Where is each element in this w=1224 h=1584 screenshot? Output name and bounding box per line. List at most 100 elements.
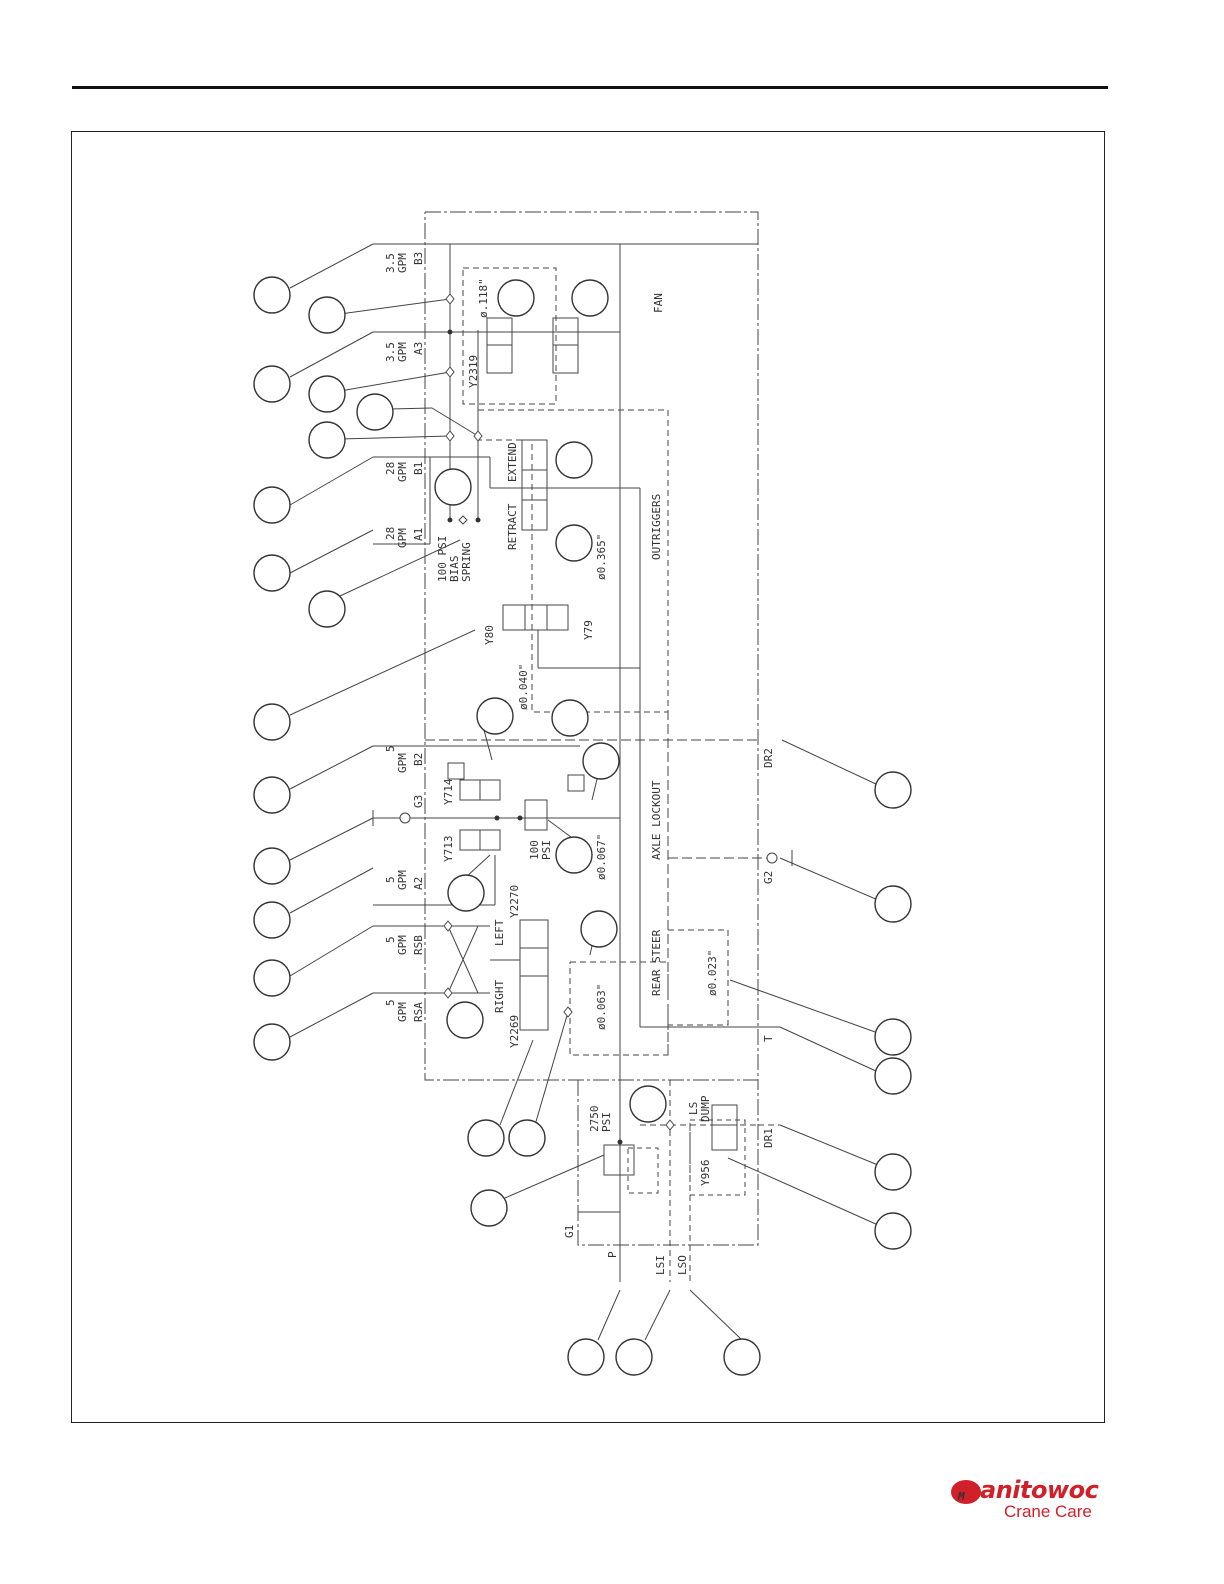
callout-circle — [470, 1189, 508, 1227]
callout-circle — [253, 365, 291, 403]
port-lso: LSO — [676, 1255, 689, 1275]
label-y2269: Y2269 — [508, 1015, 521, 1048]
callout-circles — [253, 276, 912, 1376]
label-orifice-118: ø.118" — [477, 278, 490, 318]
port-p: P — [606, 1251, 619, 1258]
callout-circle — [253, 276, 291, 314]
callout-circle — [567, 1338, 605, 1376]
callout-circle — [476, 697, 514, 735]
callout-circle — [874, 1153, 912, 1191]
callout-circle — [253, 486, 291, 524]
callout-circle — [253, 703, 291, 741]
callout-circle — [874, 1057, 912, 1095]
outrigger-valve-box — [478, 409, 669, 713]
diagram-frame — [71, 131, 1105, 1423]
label-psi100-1: 100 — [528, 840, 541, 860]
section-label-fan: FAN — [652, 293, 665, 313]
callout-circle — [446, 1001, 484, 1039]
port-flow: 5 — [384, 876, 397, 883]
port-id: RSA — [412, 1002, 425, 1022]
callout-circle — [582, 742, 620, 780]
label-extend: EXTEND — [506, 442, 519, 482]
label-retract: RETRACT — [506, 503, 519, 550]
port-dr1: DR1 — [762, 1128, 775, 1148]
label-y714: Y714 — [442, 778, 455, 805]
callout-circle — [571, 279, 609, 317]
label-orifice-067: ø0.067" — [595, 834, 608, 880]
callout-circle — [253, 959, 291, 997]
callout-circle — [308, 421, 346, 459]
port-unit: GPM — [396, 253, 409, 273]
port-id: A3 — [412, 342, 425, 355]
callout-circle — [874, 885, 912, 923]
label-relief-2: PSI — [600, 1112, 613, 1132]
port-g1: G1 — [563, 1225, 576, 1238]
port-id: B3 — [412, 252, 425, 265]
port-unit: GPM — [396, 870, 409, 890]
callout-circle — [874, 771, 912, 809]
port-unit: GPM — [396, 1002, 409, 1022]
brand-mark-letter: M — [957, 1490, 965, 1503]
label-orifice-023: ø0.023" — [706, 950, 719, 996]
callout-circle — [551, 699, 589, 737]
brand-name: anitowoc — [980, 1476, 1099, 1504]
label-ls-dump-2: DUMP — [699, 1095, 712, 1122]
port-unit: GPM — [396, 462, 409, 482]
label-y2270: Y2270 — [508, 885, 521, 918]
port-dr2: DR2 — [762, 748, 775, 768]
label-orifice-063: ø0.063" — [595, 984, 608, 1030]
callout-circle — [356, 393, 394, 431]
callout-circle — [253, 1023, 291, 1061]
callout-circle — [253, 776, 291, 814]
label-y2319: Y2319 — [467, 355, 480, 388]
port-t: T — [762, 1035, 775, 1042]
dump-section-outline — [577, 1080, 759, 1246]
port-flow: 3.5 — [384, 253, 397, 273]
callout-circle — [253, 901, 291, 939]
port-id: A2 — [412, 877, 425, 890]
brand-logo: M anitowoc Crane Care — [950, 1474, 1110, 1524]
port-flow: 28 — [384, 462, 397, 475]
callout-circle — [308, 590, 346, 628]
callout-circle — [434, 468, 472, 506]
header-rule — [72, 86, 1108, 89]
port-g2: G2 — [762, 871, 775, 884]
callout-circle — [580, 910, 618, 948]
callout-circle — [308, 375, 346, 413]
callout-circle — [467, 1119, 505, 1157]
port-unit: GPM — [396, 342, 409, 362]
label-bias-1: 100 PSI — [436, 536, 449, 582]
callout-circle — [555, 836, 593, 874]
callout-circle — [629, 1085, 667, 1123]
label-orifice-040: ø0.040" — [517, 664, 530, 710]
callout-circle — [508, 1119, 546, 1157]
port-flow: 3.5 — [384, 342, 397, 362]
label-bias-3: SPRING — [460, 542, 473, 582]
label-y713: Y713 — [442, 836, 455, 863]
callout-circle — [555, 441, 593, 479]
callout-circle — [723, 1338, 761, 1376]
callout-circle — [447, 874, 485, 912]
port-id: B1 — [412, 462, 425, 475]
brand-sub: Crane Care — [1004, 1502, 1092, 1521]
port-flow: 28 — [384, 527, 397, 540]
callout-circle — [308, 296, 346, 334]
brand-mark-icon: M — [951, 1480, 981, 1504]
callout-circle — [874, 1018, 912, 1056]
label-right: RIGHT — [493, 980, 506, 1013]
label-orifice-365: ø0.365" — [595, 534, 608, 580]
port-flow: 5 — [384, 745, 397, 752]
label-psi100-2: PSI — [540, 840, 553, 860]
port-id: RSB — [412, 935, 425, 955]
port-unit: GPM — [396, 935, 409, 955]
diagram-labels: FAN OUTRIGGERS AXLE LOCKOUT REAR STEER 3… — [384, 252, 775, 1275]
callout-circle — [615, 1338, 653, 1376]
callout-circle — [497, 279, 535, 317]
label-y956: Y956 — [699, 1160, 712, 1187]
callout-circle — [253, 554, 291, 592]
section-label-axle-lockout: AXLE LOCKOUT — [650, 780, 663, 860]
section-label-rear-steer: REAR STEER — [650, 929, 663, 996]
fan-valve-box — [462, 267, 557, 405]
label-ls-dump-1: LS — [687, 1102, 700, 1115]
